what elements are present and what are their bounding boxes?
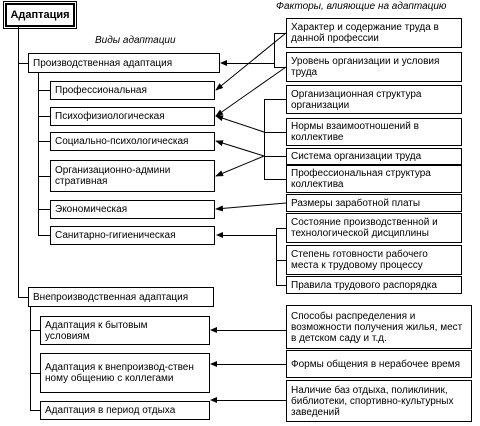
arrow-head	[210, 397, 217, 403]
connector-line	[276, 228, 286, 229]
heading-adaptation-factors: Факторы, влияющие на адаптацию	[276, 1, 447, 12]
connector-line	[38, 116, 50, 117]
connector-line	[274, 33, 275, 67]
factor-label: Размеры заработной платы	[291, 197, 421, 209]
type-professional: Профессиональная	[50, 81, 215, 100]
connector-line	[264, 156, 286, 157]
connector-line	[30, 307, 31, 411]
type-label: Адаптация к бытовым условиям	[45, 319, 148, 342]
connector-line	[264, 132, 286, 133]
factor-label: Характер и содержание труда в данной про…	[291, 22, 439, 44]
type-label: Санитарно-гигиеническая	[55, 230, 176, 241]
connector-line	[38, 176, 50, 177]
nonproduction-adaptation-label: Внепроизводственная адаптация	[33, 291, 189, 303]
type-socio-psychological: Социально-психологическая	[50, 132, 215, 151]
type-label: Психофизиологическая	[55, 111, 165, 122]
factor-label: Уровень организации и условия труда	[291, 56, 440, 78]
factor-discipline: Состояние производственной и технологиче…	[286, 213, 462, 243]
production-adaptation-box: Производственная адаптация	[28, 53, 220, 73]
arrow-head	[220, 60, 227, 66]
type-domestic-conditions: Адаптация к бытовым условиям	[40, 316, 210, 345]
connector-line	[38, 235, 50, 236]
factor-salary: Размеры заработной платы	[286, 194, 462, 212]
connector-line	[38, 141, 50, 142]
factor-recreation-facilities: Наличие баз отдыха, поликлиник, библиоте…	[286, 380, 472, 422]
type-organizational-administrative: Организационно-административная	[50, 160, 215, 192]
connector-line	[30, 330, 40, 331]
type-label: Адаптация в период отдыха	[45, 405, 176, 416]
connector-line	[30, 410, 40, 411]
factor-work-system: Система организации труда	[286, 148, 462, 165]
connector-line	[30, 373, 40, 374]
type-label: Социально-психологическая	[55, 136, 189, 147]
type-nonwork-communication: Адаптация к внепроизвод-ственному общени…	[40, 353, 210, 393]
factor-relationship-norms: Нормы взаимоотношений в коллективе	[286, 118, 462, 146]
factor-label: Состояние производственной и технологиче…	[291, 217, 438, 239]
factor-work-schedule-rules: Правила трудового распорядка	[286, 276, 462, 294]
factor-label: Нормы взаимоотношений в коллективе	[291, 121, 419, 143]
connector-line	[18, 63, 28, 64]
factor-org-structure: Организационная структура организации	[286, 85, 462, 114]
type-psychophysiological: Психофизиологическая	[50, 107, 215, 126]
connector-line	[38, 73, 39, 236]
connector-line	[276, 285, 286, 286]
connector-line	[276, 228, 277, 285]
connector-line	[216, 364, 286, 365]
connector-line	[227, 63, 274, 64]
factor-workplace-readiness: Степень готовности рабочего места к труд…	[286, 245, 462, 275]
arrow-head	[210, 327, 217, 333]
type-economic: Экономическая	[50, 200, 215, 219]
connector-line	[216, 330, 286, 331]
factor-label: Наличие баз отдыха, поликлиник, библиоте…	[291, 384, 454, 418]
factor-label: Профессиональная структура коллектива	[291, 168, 431, 190]
factor-housing-distribution: Способы распределения и возможности полу…	[286, 305, 472, 349]
connector-line	[274, 67, 286, 68]
nonproduction-adaptation-box: Внепроизводственная адаптация	[28, 287, 214, 307]
arrow-head	[216, 232, 223, 238]
type-label: Экономическая	[55, 204, 128, 215]
factor-label: Организационная структура организации	[291, 88, 422, 111]
factor-label: Способы распределения и возможности полу…	[291, 310, 463, 344]
factor-label: Правила трудового распорядка	[291, 279, 437, 291]
connector-line	[216, 400, 286, 401]
connector-line	[264, 99, 286, 100]
factor-label: Система организации труда	[291, 151, 422, 162]
factor-work-nature: Характер и содержание труда в данной про…	[286, 18, 462, 48]
type-label: Адаптация к внепроизвод-ственному общени…	[45, 362, 194, 384]
connector-line	[222, 235, 276, 236]
connector-line	[38, 209, 50, 210]
connector-line	[274, 33, 286, 34]
heading-adaptation-types: Виды адаптации	[95, 35, 176, 46]
factor-nonwork-communication-forms: Формы общения в нерабочее время	[286, 350, 472, 378]
production-adaptation-label: Производственная адаптация	[33, 57, 173, 69]
root-node-adaptation: Адаптация	[5, 3, 75, 27]
type-rest-period: Адаптация в период отдыха	[40, 401, 210, 420]
connector-line	[264, 99, 265, 179]
connector-line	[276, 260, 286, 261]
factor-label: Формы общения в нерабочее время	[291, 358, 461, 370]
connector-line	[18, 27, 19, 298]
connector-line	[18, 297, 28, 298]
type-sanitary-hygienic: Санитарно-гигиеническая	[50, 226, 215, 245]
factor-professional-structure: Профессиональная структура коллектива	[286, 165, 462, 193]
connector-line	[264, 179, 286, 180]
factor-label: Степень готовности рабочего места к труд…	[291, 249, 428, 271]
arrow-head	[210, 361, 217, 367]
type-label: Профессиональная	[55, 85, 147, 96]
root-label: Адаптация	[10, 8, 70, 21]
connector-line	[38, 90, 50, 91]
type-label: Организационно-административная	[55, 165, 171, 187]
factor-work-organization-level: Уровень организации и условия труда	[286, 52, 462, 82]
